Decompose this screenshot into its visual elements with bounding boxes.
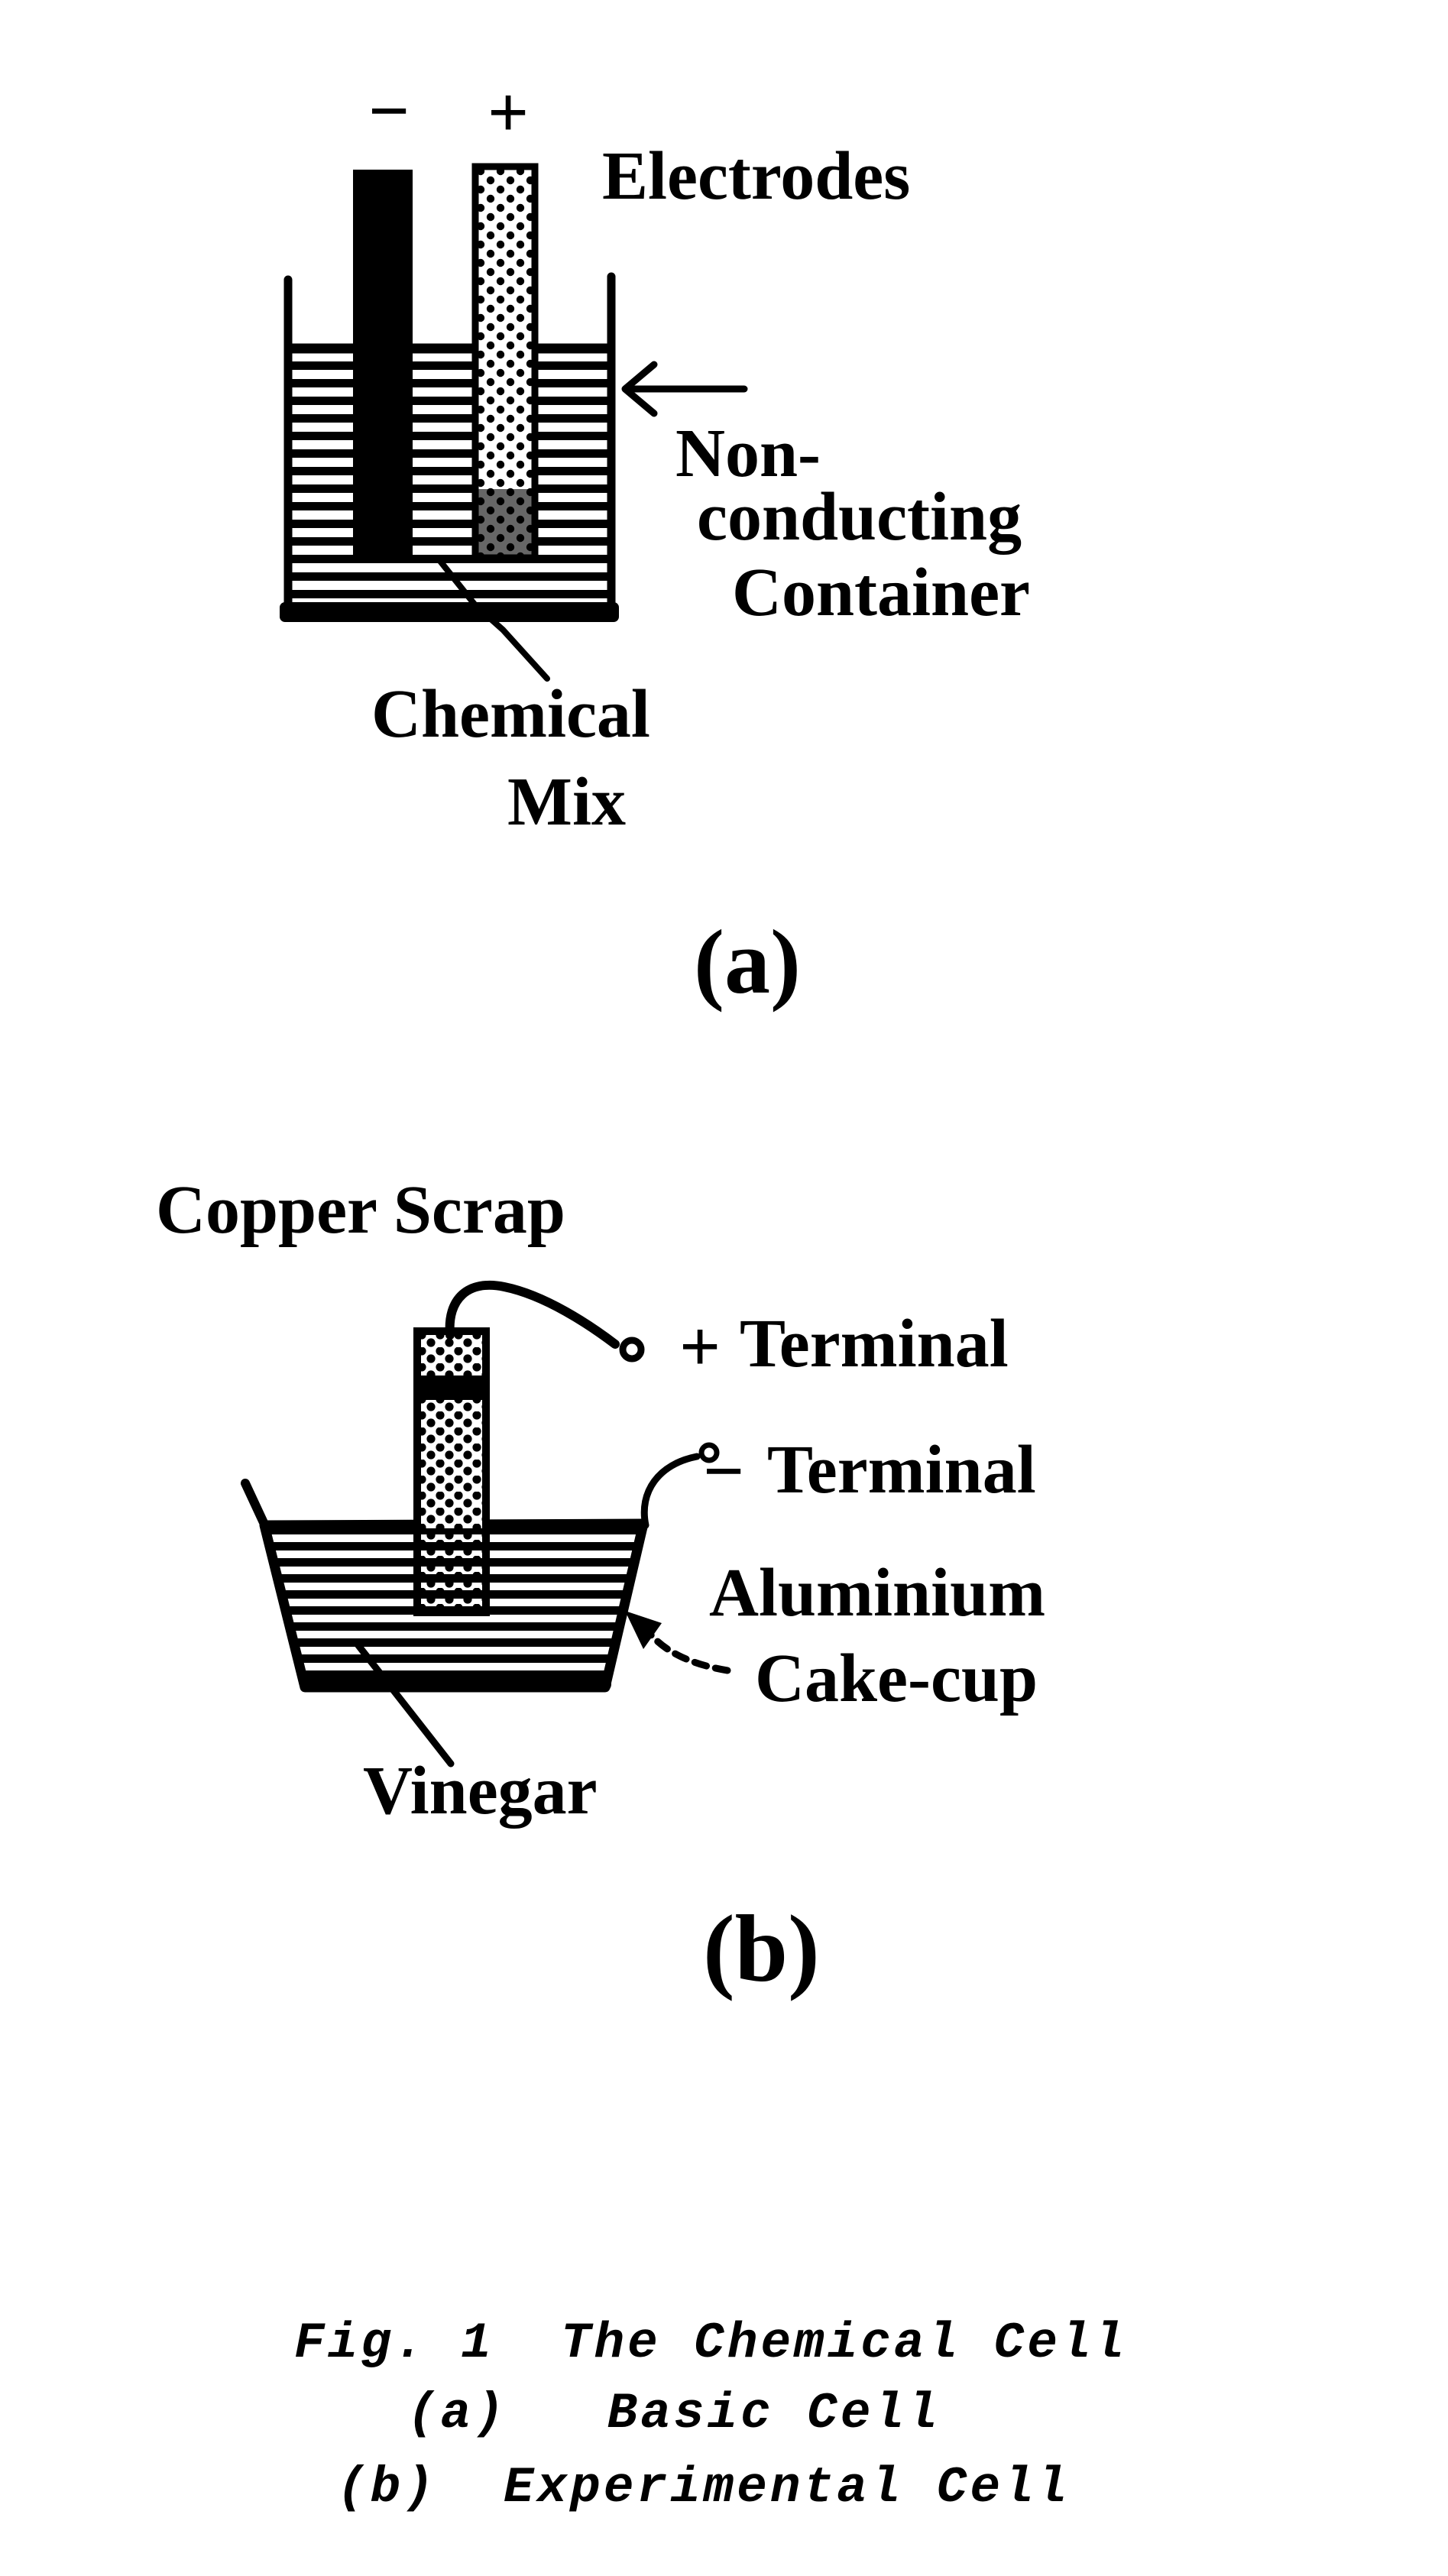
caption-line-2: (a) Basic Cell xyxy=(407,2385,941,2442)
negative-electrode xyxy=(353,170,413,557)
positive-electrode-wet-tip xyxy=(478,489,532,555)
cake-cup-label-line1: Aluminium xyxy=(709,1555,1046,1631)
plus-terminal-ring xyxy=(619,1337,645,1363)
caption-line-3: (b) Experimental Cell xyxy=(337,2459,1071,2516)
plus-terminal-sign: + xyxy=(679,1306,721,1387)
plus-terminal-label: Terminal xyxy=(740,1306,1009,1382)
container-label-line2: conducting xyxy=(697,479,1022,555)
minus-terminal-sign: − xyxy=(703,1431,745,1512)
electrodes-label: Electrodes xyxy=(602,138,911,214)
subfigure-a-tag: (a) xyxy=(694,911,801,1013)
subfigure-b-tag: (b) xyxy=(703,1897,820,2002)
experimental-cell-diagram xyxy=(241,1280,731,1768)
cake-cup-label-line2: Cake-cup xyxy=(755,1641,1038,1716)
minus-terminal-leader xyxy=(640,1453,701,1529)
copper-scrap-submerged-stripes xyxy=(421,1528,483,1611)
chemical-mix-label-line1: Chemical xyxy=(371,676,650,752)
copper-scrap-dark-band xyxy=(421,1375,483,1400)
copper-scrap-electrode xyxy=(413,1327,490,1616)
minus-terminal-ring xyxy=(698,1442,720,1463)
vinegar-leader-line xyxy=(354,1641,455,1768)
cake-cup-left-rim-tick xyxy=(241,1479,270,1532)
container-bottom xyxy=(280,602,619,622)
vinegar-label: Vinegar xyxy=(363,1753,598,1829)
minus-terminal-label: Terminal xyxy=(767,1432,1036,1508)
basic-cell-diagram xyxy=(280,163,748,682)
cake-cup-arrow-icon xyxy=(625,1611,662,1649)
container-arrow-icon xyxy=(621,361,748,417)
chemical-mix-liquid xyxy=(291,344,609,602)
container-outline xyxy=(283,272,616,610)
positive-electrode-sign: + xyxy=(488,72,530,153)
cake-cup-arrow-tail xyxy=(645,1628,731,1674)
container-label-line3: Container xyxy=(732,555,1030,630)
copper-scrap-label: Copper Scrap xyxy=(156,1172,565,1248)
container-label-line1: Non- xyxy=(675,416,821,491)
caption-line-1: Fig. 1 The Chemical Cell xyxy=(294,2315,1128,2372)
positive-electrode xyxy=(471,163,539,562)
plus-terminal-wire xyxy=(445,1280,620,1349)
negative-electrode-sign: − xyxy=(368,70,410,151)
chemical-mix-label-line2: Mix xyxy=(507,764,626,840)
chemical-mix-leader-line xyxy=(436,557,550,682)
